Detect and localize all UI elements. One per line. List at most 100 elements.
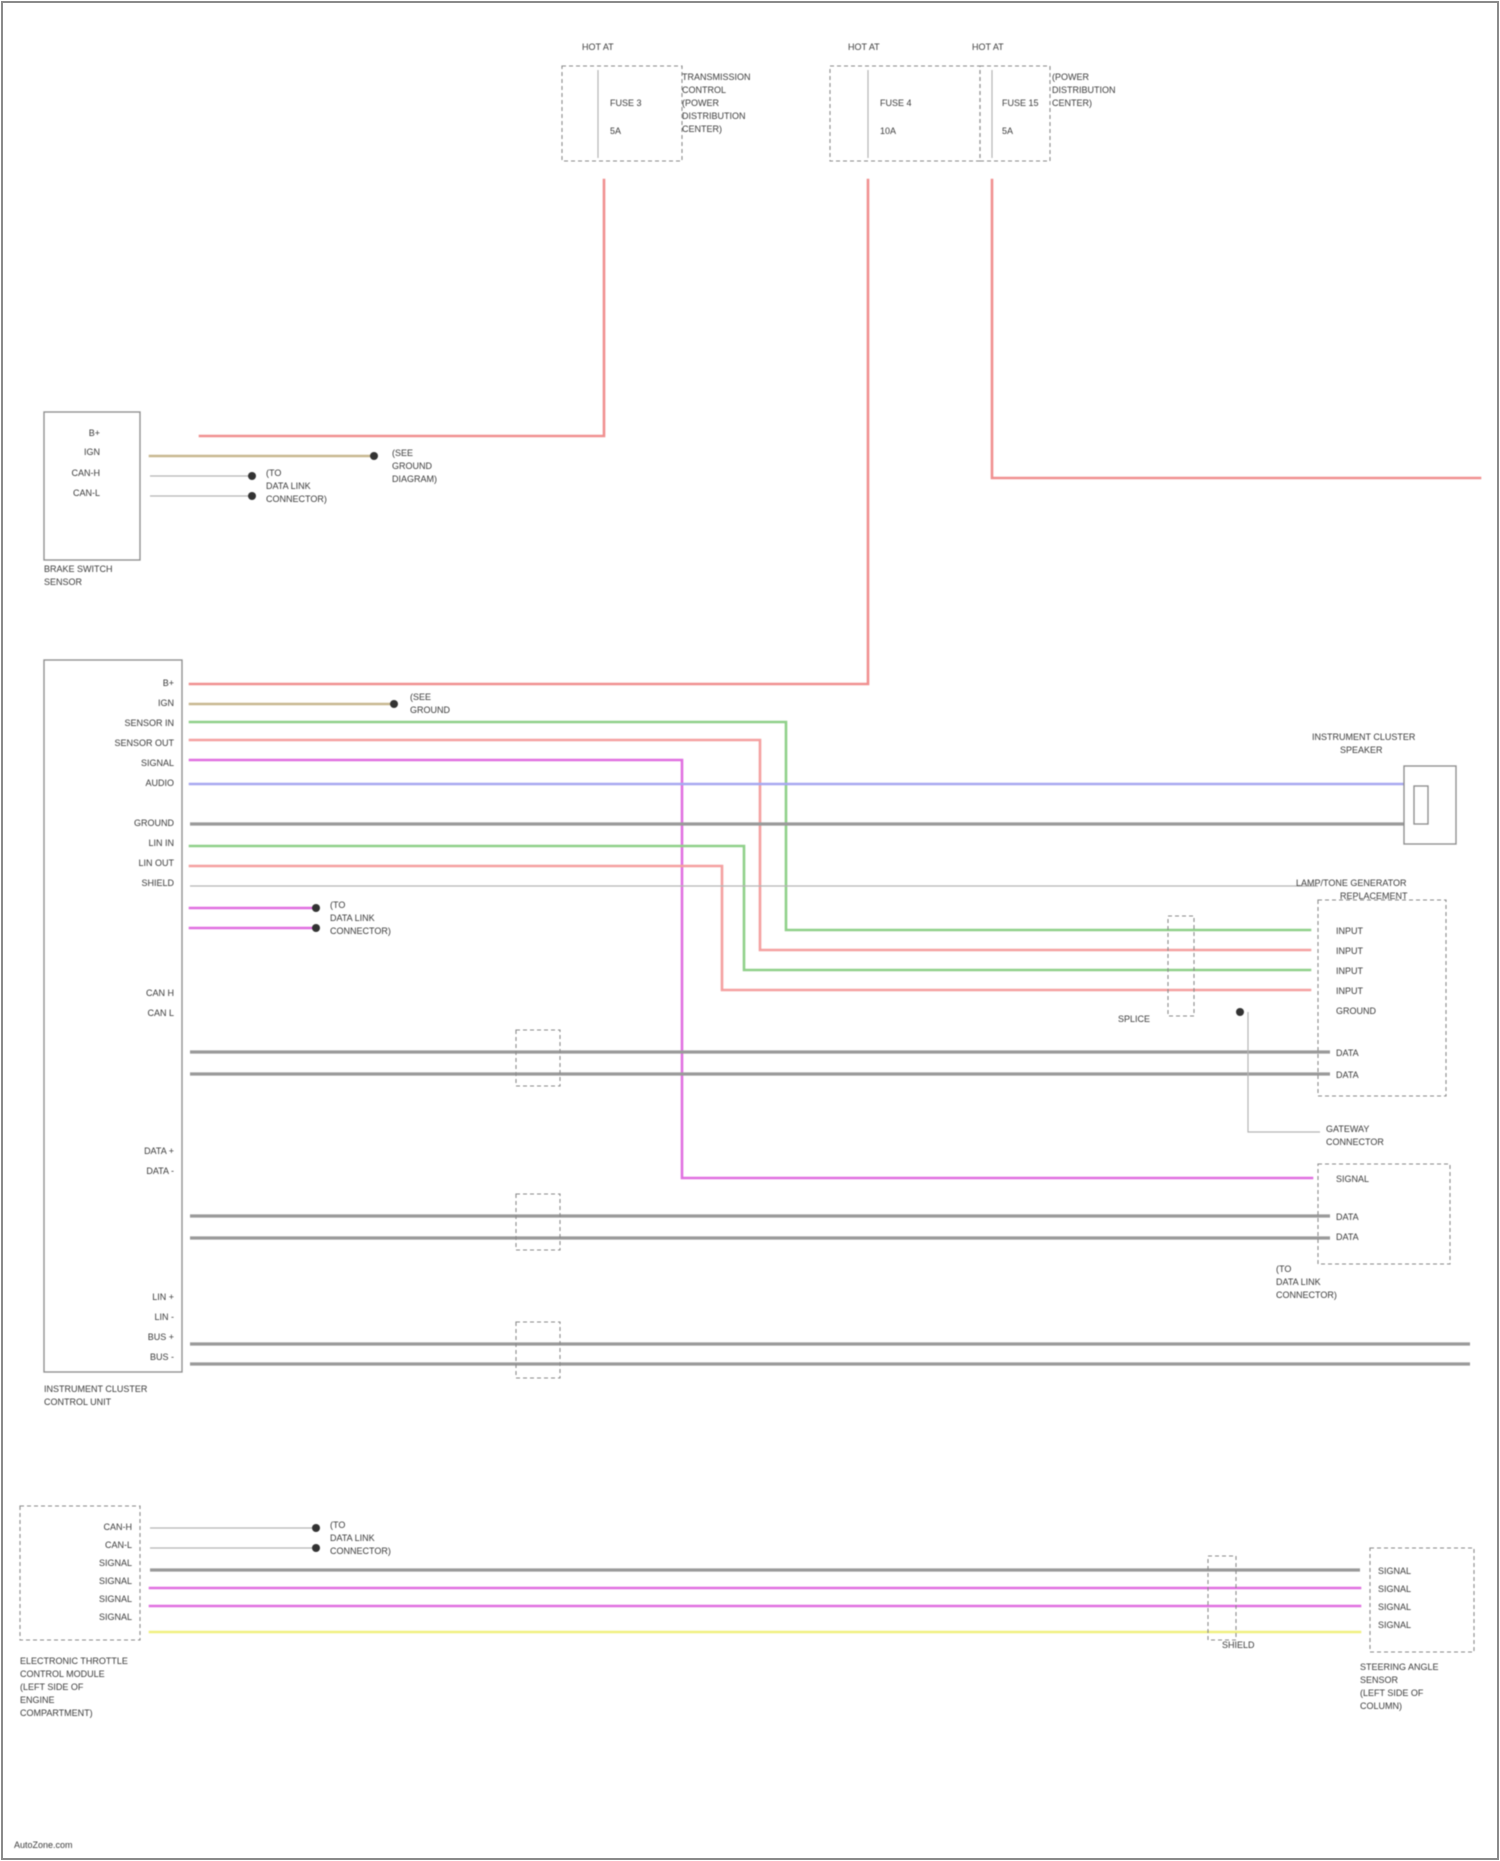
ecu-note-1: (TO [330, 1520, 345, 1530]
sensor-pin-1: B+ [89, 428, 100, 438]
fuse-b-line-1: FUSE 4 [880, 98, 912, 108]
cluster-pin-3: SENSOR IN [124, 718, 174, 728]
fuse-b-line-2: 10A [880, 126, 896, 136]
gateway-pin-2: DATA [1336, 1212, 1359, 1222]
lamp-name-1: LAMP/TONE GENERATOR [1296, 878, 1407, 888]
cluster-pin-15: LIN + [152, 1292, 174, 1302]
cluster-pin-4: SENSOR OUT [114, 738, 174, 748]
ecu-pin-5: SIGNAL [99, 1594, 132, 1604]
cluster-pin-7: GROUND [134, 818, 174, 828]
sensor-ground-3: DIAGRAM) [392, 474, 437, 484]
lamp-pin-6: DATA [1336, 1048, 1359, 1058]
fuse-a-desc-3: (POWER [682, 98, 719, 108]
lamp-pin-3: INPUT [1336, 966, 1364, 976]
sensor-name-1: BRAKE SWITCH [44, 564, 113, 574]
lamp-pin-4: INPUT [1336, 986, 1364, 996]
ecu-pin-3: SIGNAL [99, 1558, 132, 1568]
cluster-pin-8: LIN IN [148, 838, 174, 848]
lamp-ground-dot [1236, 1008, 1244, 1016]
speaker-name-2: SPEAKER [1340, 745, 1383, 755]
cluster-pin-17: BUS + [148, 1332, 174, 1342]
ecu-pin-1: CAN-H [104, 1522, 133, 1532]
fuse-a-desc-1: TRANSMISSION [682, 72, 751, 82]
sensor-name-2: SENSOR [44, 577, 83, 587]
fuse-a-line-1: FUSE 3 [610, 98, 642, 108]
lamp-pin-2: INPUT [1336, 946, 1364, 956]
steering-pin-2: SIGNAL [1378, 1584, 1411, 1594]
fuse-c-desc-1: (POWER [1052, 72, 1089, 82]
ecu-canh-dot [312, 1524, 320, 1532]
fuse-c-title: HOT AT [972, 42, 1004, 52]
cluster-name-2: CONTROL UNIT [44, 1397, 112, 1407]
gateway-pin-1: SIGNAL [1336, 1174, 1369, 1184]
ecu-name-1: ELECTRONIC THROTTLE [20, 1656, 128, 1666]
sensor-pin-4: CAN-L [73, 488, 100, 498]
sensor-canh-dot [248, 472, 256, 480]
steering-pin-4: SIGNAL [1378, 1620, 1411, 1630]
cluster-pin-14: DATA - [146, 1166, 174, 1176]
splice-label: SPLICE [1118, 1014, 1150, 1024]
steering-name-3: (LEFT SIDE OF [1360, 1688, 1424, 1698]
cluster-pin-12: CAN L [147, 1008, 174, 1018]
fuse-c-line-2: 5A [1002, 126, 1013, 136]
fuse-c-desc-3: CENTER) [1052, 98, 1092, 108]
speaker-name-1: INSTRUMENT CLUSTER [1312, 732, 1416, 742]
cluster-pin-5: SIGNAL [141, 758, 174, 768]
footer-text: AutoZone.com [14, 1840, 73, 1850]
cluster-pin-9: LIN OUT [138, 858, 174, 868]
lin-out-dot [312, 924, 320, 932]
gateway-note-3: CONNECTOR) [1276, 1290, 1337, 1300]
gateway-pin-3: DATA [1336, 1232, 1359, 1242]
fuse-a-desc-2: CONTROL [682, 85, 726, 95]
steering-name-4: COLUMN) [1360, 1701, 1402, 1711]
cluster-pin-13: DATA + [144, 1146, 174, 1156]
sensor-ign-splice [370, 452, 378, 460]
cluster-pin-2: IGN [158, 698, 174, 708]
gateway-name-1: GATEWAY [1326, 1124, 1369, 1134]
fuse-a-desc-5: CENTER) [682, 124, 722, 134]
cluster-pin-16: LIN - [154, 1312, 174, 1322]
ecu-name-2: CONTROL MODULE [20, 1669, 105, 1679]
cluster-pin-1: B+ [163, 678, 174, 688]
ecu-pin-6: SIGNAL [99, 1612, 132, 1622]
ecu-pin-4: SIGNAL [99, 1576, 132, 1586]
sensor-ground-2: GROUND [392, 461, 432, 471]
gateway-note-2: DATA LINK [1276, 1277, 1321, 1287]
ecu-name-4: ENGINE [20, 1695, 55, 1705]
sensor-note-3: CONNECTOR) [266, 494, 327, 504]
steering-name-1: STEERING ANGLE [1360, 1662, 1439, 1672]
fuse-a-title: HOT AT [582, 42, 614, 52]
fuse-a-line-2: 5A [610, 126, 621, 136]
fuse-b-title: HOT AT [848, 42, 880, 52]
sensor-pin-2: IGN [84, 447, 100, 457]
ecu-note-3: CONNECTOR) [330, 1546, 391, 1556]
cluster-name-1: INSTRUMENT CLUSTER [44, 1384, 148, 1394]
lamp-pin-5: GROUND [1336, 1006, 1376, 1016]
lamp-name-2: REPLACEMENT [1340, 891, 1408, 901]
steering-name-2: SENSOR [1360, 1675, 1399, 1685]
cluster-pin-11: CAN H [146, 988, 174, 998]
ecu-note-2: DATA LINK [330, 1533, 375, 1543]
lin-note-2: DATA LINK [330, 913, 375, 923]
steering-pin-3: SIGNAL [1378, 1602, 1411, 1612]
sensor-note-2: DATA LINK [266, 481, 311, 491]
cluster-ground-1: (SEE [410, 692, 431, 702]
ecu-name-3: (LEFT SIDE OF [20, 1682, 84, 1692]
sensor-canl-dot [248, 492, 256, 500]
sensor-ground-1: (SEE [392, 448, 413, 458]
cluster-pin-18: BUS - [150, 1352, 174, 1362]
lin-note-1: (TO [330, 900, 345, 910]
speaker-cone [1414, 786, 1428, 824]
fuse-c-desc-2: DISTRIBUTION [1052, 85, 1116, 95]
ecu-shield-label: SHIELD [1222, 1640, 1255, 1650]
lamp-pin-7: DATA [1336, 1070, 1359, 1080]
ecu-pin-2: CAN-L [105, 1540, 132, 1550]
gateway-note-1: (TO [1276, 1264, 1291, 1274]
sensor-pin-3: CAN-H [72, 468, 101, 478]
ecu-name-5: COMPARTMENT) [20, 1708, 93, 1718]
cluster-pin-6: AUDIO [145, 778, 174, 788]
cluster-ground-2: GROUND [410, 705, 450, 715]
lamp-pin-1: INPUT [1336, 926, 1364, 936]
